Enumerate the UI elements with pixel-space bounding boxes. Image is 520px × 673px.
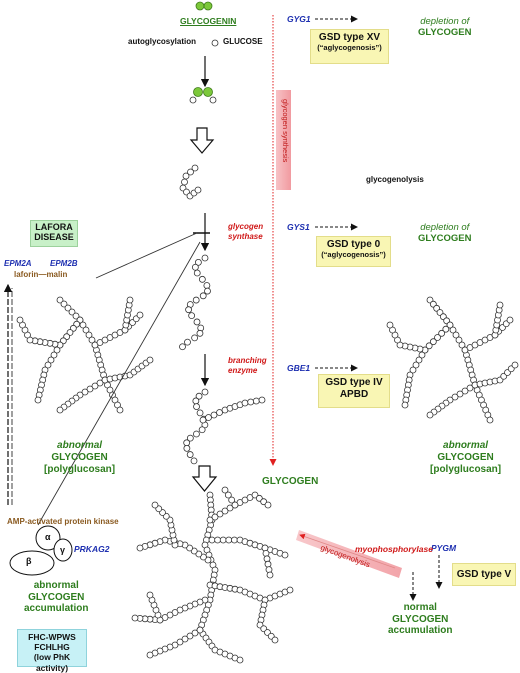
abnormal-left: abnormal GLYCOGEN [polyglucosan] [44,440,116,475]
short-chain-icon [179,164,202,200]
branched-chain-icon [183,388,266,465]
glycogen-tree-icon [131,486,294,664]
ampk-gamma: γ [60,545,66,555]
gene-prkag2: PRKAG2 [74,544,110,554]
gsd-v-box: GSD type V [452,563,516,586]
glycogenin-dimer-primed-icon [189,87,217,104]
abnormal-accumulation: abnormal GLYCOGEN accumulation [24,580,89,614]
hollow-arrow-1 [189,127,215,154]
glycogenolysis-header: glycogenolysis [366,175,424,184]
long-chain-icon [179,254,211,351]
glucose-icon [211,39,219,47]
myophosphorylase-label: myophosphorylase [355,544,433,554]
gene-gys1: GYS1 [287,222,310,232]
polyglucosan-right-icon [386,296,519,424]
abnormal-right: abnormal GLYCOGEN [polyglucosan] [430,440,502,475]
gene-epm2a: EPM2A [4,259,32,268]
gene-gbe1: GBE1 [287,363,311,373]
gene-gyg1: GYG1 [287,14,311,24]
polyglucosan-left-icon [16,296,154,414]
glucose-label: GLUCOSE [223,37,263,46]
gene-pygm: PYGM [431,543,457,553]
synthesis-band [276,90,291,190]
glycogenin-dimer-icon [195,1,213,11]
normal-accumulation: normal GLYCOGEN accumulation [388,602,453,636]
hollow-arrow-2 [191,465,218,492]
ampk-label: AMP-activated protein kinase [7,517,119,526]
ampk-subunits-icon [9,525,73,576]
ampk-alpha: α [45,532,51,542]
autoglycosylation-label: autoglycosylation [128,37,197,46]
gsd-xv-box: GSD type XV(“aglycogenosis”) [310,29,389,64]
glycogenolysis-arrow [296,530,402,578]
gene-epm2b: EPM2B [50,259,78,268]
ampk-beta: β [26,556,32,566]
gsd-0-box: GSD type 0(“aglycogenosis”) [316,236,391,267]
glycogenin-label: GLYCOGENIN [180,16,237,26]
synthesis-band-label: glycogen synthesis [281,99,290,163]
laforin-malin-label: laforin—malin [14,270,68,279]
glycogen-label: GLYCOGEN [262,476,319,487]
